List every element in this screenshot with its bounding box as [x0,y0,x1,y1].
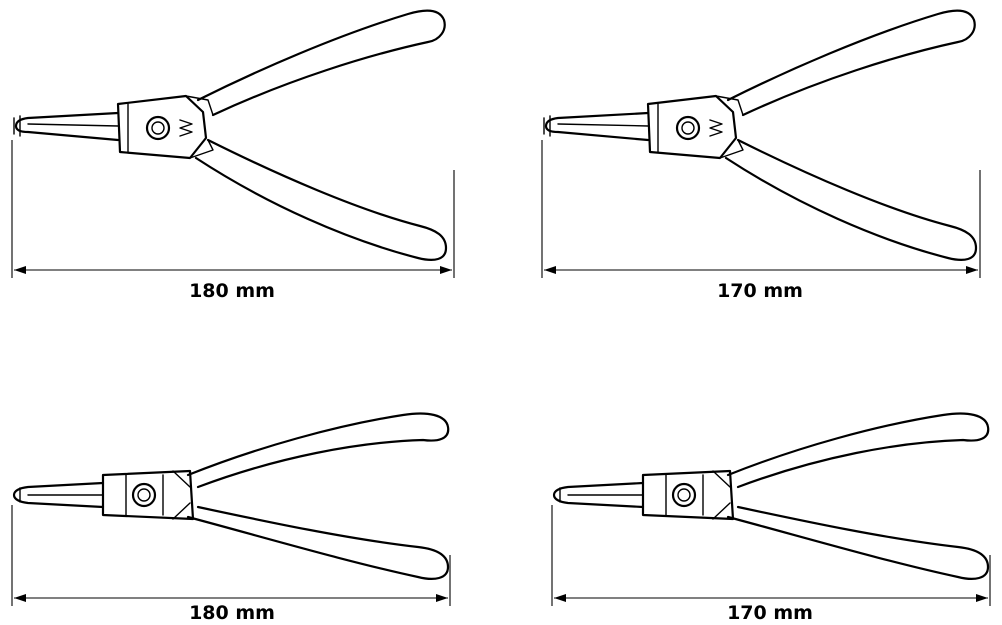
dimension-label-1: 180 mm [189,280,275,302]
dimension-line-1 [14,266,452,274]
dimension-label-4: 170 mm [727,602,813,624]
dimension-label-3: 180 mm [189,602,275,624]
pliers-tool-1: 180 mm [11,9,455,302]
dimension-label-2: 170 mm [717,280,803,302]
pliers-tool-2: 170 mm [541,9,981,302]
dimension-line-3 [14,594,448,602]
dimension-line-2 [544,266,978,274]
pliers-tool-3: 180 mm [11,412,451,624]
dimension-line-4 [554,594,988,602]
pliers-tool-4: 170 mm [551,412,991,624]
